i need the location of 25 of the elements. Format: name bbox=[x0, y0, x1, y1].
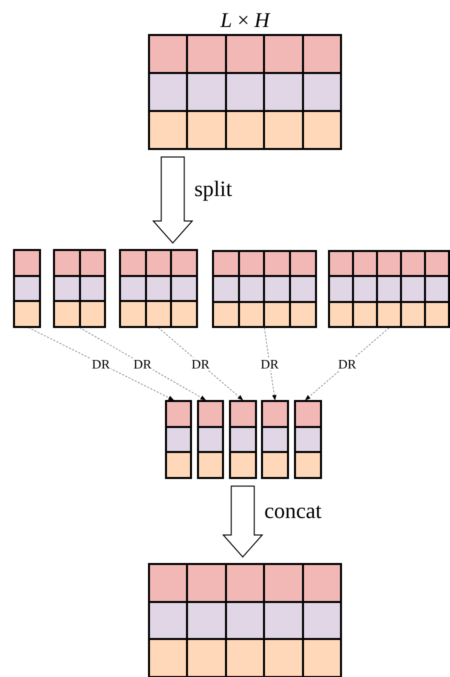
edge-label: DR bbox=[190, 357, 211, 370]
matrix-block bbox=[13, 249, 41, 328]
matrix-block bbox=[261, 400, 289, 480]
dashed-arrow bbox=[28, 327, 174, 400]
edge-label: DR bbox=[337, 357, 358, 370]
matrix-block bbox=[212, 250, 317, 328]
dashed-arrow bbox=[79, 327, 206, 400]
block-arrow bbox=[222, 486, 264, 558]
edge-label: DR bbox=[132, 357, 153, 370]
block-arrow bbox=[152, 156, 194, 244]
edge-label: split bbox=[194, 178, 232, 200]
edge-label: DR bbox=[260, 357, 280, 370]
matrix-block bbox=[294, 400, 322, 480]
matrix-block bbox=[53, 249, 106, 328]
matrix-block bbox=[197, 400, 224, 480]
edge-label: DR bbox=[90, 357, 111, 370]
matrix-block bbox=[148, 563, 342, 677]
dashed-arrow bbox=[158, 327, 244, 400]
matrix-block bbox=[165, 400, 192, 480]
matrix-title: L × H bbox=[219, 10, 272, 34]
matrix-block bbox=[229, 400, 256, 480]
matrix-block bbox=[119, 249, 198, 328]
matrix-block bbox=[328, 250, 450, 328]
dashed-arrow bbox=[264, 328, 276, 401]
dashed-arrow bbox=[304, 328, 390, 400]
